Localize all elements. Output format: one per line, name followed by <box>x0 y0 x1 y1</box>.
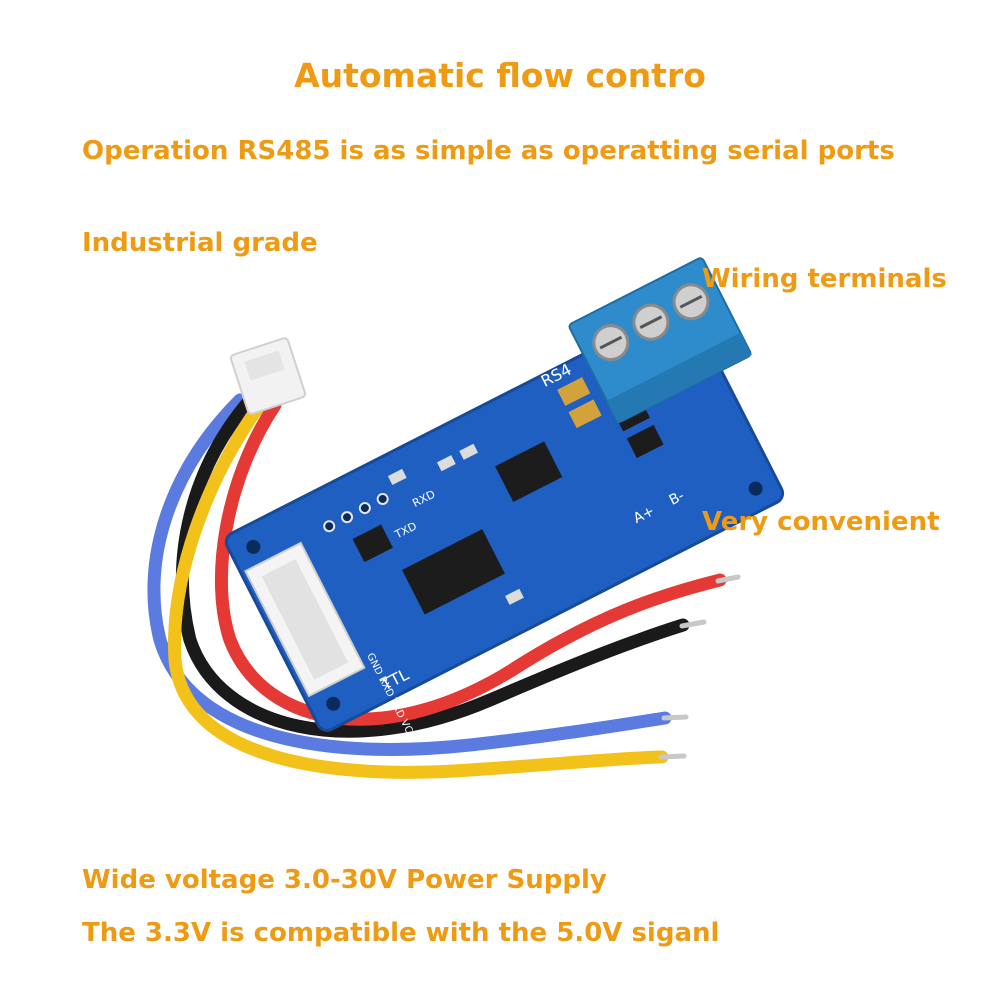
wire-end-black <box>679 619 707 629</box>
label-b-minus: B- <box>667 488 687 509</box>
wire-connector <box>229 337 307 415</box>
wire-yellow <box>168 395 669 779</box>
ic-secondary <box>495 441 563 503</box>
wire-end-blue <box>661 714 689 721</box>
feature-convenient-caption: Very convenient <box>702 507 940 537</box>
ic-main <box>401 529 505 615</box>
regulator <box>352 524 393 563</box>
headline: Automatic flow contro <box>294 56 706 95</box>
feature-rs485-caption: Operation RS485 is as simple as operatti… <box>82 136 895 166</box>
wire-black <box>176 393 690 738</box>
wire-blue <box>147 393 672 756</box>
feature-compatibility-caption: The 3.3V is compatible with the 5.0V sig… <box>82 918 720 948</box>
feature-industrial-caption: Industrial grade <box>82 228 318 258</box>
pcb-board: TTL GND RXD TXD VCC RXD TXD RS4 A+ B- <box>224 303 785 742</box>
feature-wiring-caption: Wiring terminals <box>702 264 947 294</box>
wire-bundle <box>147 393 741 779</box>
feature-voltage-caption: Wide voltage 3.0-30V Power Supply <box>82 865 607 895</box>
wire-end-red <box>715 574 741 584</box>
screw-terminal <box>568 257 752 424</box>
wire-end-yellow <box>658 753 687 760</box>
